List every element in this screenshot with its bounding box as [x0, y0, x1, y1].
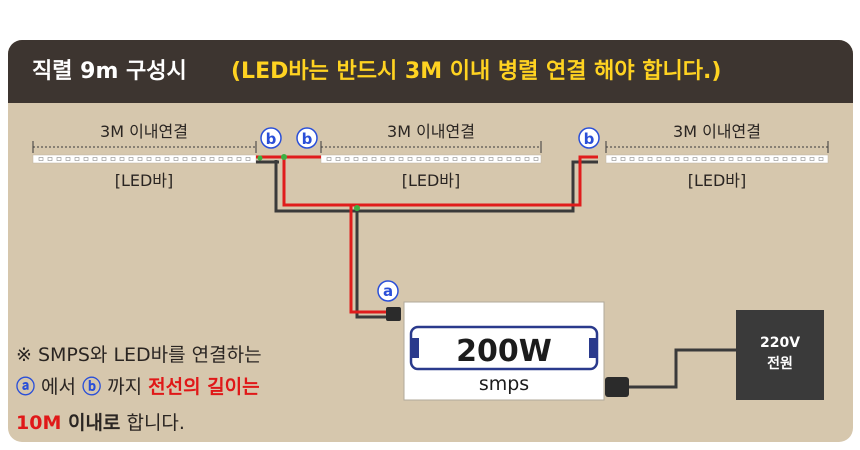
segment-3-length: 3M 이내연결: [673, 122, 761, 141]
segment-2-name: [LED바]: [402, 171, 461, 190]
note-line-2: ⓐ 에서 ⓑ 까지 전선의 길이는: [16, 372, 260, 399]
note-line-1: ※ SMPS와 LED바를 연결하는: [16, 340, 262, 367]
power-voltage: 220V: [760, 335, 800, 351]
ac-plug: [605, 377, 629, 397]
note-marker-b: ⓑ: [82, 376, 102, 398]
svg-text:b: b: [584, 130, 595, 148]
segment-3-name: [LED바]: [688, 171, 747, 190]
svg-text:a: a: [383, 282, 393, 300]
svg-text:b: b: [266, 130, 277, 148]
led-strip-3: [605, 154, 829, 164]
note-text-from: 에서: [35, 376, 83, 398]
segment-1-name: [LED바]: [115, 171, 174, 190]
marker-b-3: b: [578, 127, 600, 149]
title-highlight: (LED바는 반드시 3M 이내 병렬 연결 해야 합니다.): [231, 59, 722, 84]
marker-b-2: b: [296, 127, 318, 149]
note-text-to: 까지: [101, 376, 149, 398]
dc-plug: [386, 307, 401, 321]
ac-cord: [628, 348, 736, 389]
wire-junctions: [257, 154, 360, 211]
smps-unit: 200W smps: [403, 301, 605, 401]
marker-a: a: [377, 280, 399, 302]
power-label: 전원: [767, 355, 793, 372]
note-wire-length: 전선의 길이는: [148, 376, 260, 398]
title-bar: 직렬 9m 구성시 (LED바는 반드시 3M 이내 병렬 연결 해야 합니다.…: [8, 40, 853, 103]
note-marker-a: ⓐ: [16, 376, 36, 398]
segment-2-length: 3M 이내연결: [387, 122, 475, 141]
smps-label: smps: [479, 373, 529, 395]
note-end: 합니다.: [120, 412, 185, 434]
note-line-3: 10M 이내로 합니다.: [16, 408, 185, 435]
led-strip-1: [32, 154, 257, 164]
wiring-diagram: 3M 이내연결 3M 이내연결 3M 이내연결 [LED바] [LED바] [L…: [32, 122, 829, 401]
note-within: 이내로: [61, 412, 121, 434]
led-strip-2: [320, 154, 542, 164]
title-main: 직렬 9m 구성시: [32, 59, 187, 84]
smps-wattage: 200W: [456, 334, 552, 369]
led-strips: [32, 154, 829, 164]
note-max-length: 10M: [16, 412, 62, 434]
svg-text:b: b: [302, 130, 313, 148]
power-source: 220V 전원: [736, 310, 824, 400]
dimension-lines: [32, 141, 829, 153]
wires-red: [256, 155, 598, 314]
segment-1-length: 3M 이내연결: [100, 122, 188, 141]
diagram-panel: 직렬 9m 구성시 (LED바는 반드시 3M 이내 병렬 연결 해야 합니다.…: [8, 40, 853, 442]
note-line-1-text: ※ SMPS와 LED바를 연결하는: [16, 344, 262, 366]
marker-b-1: b: [260, 127, 282, 149]
